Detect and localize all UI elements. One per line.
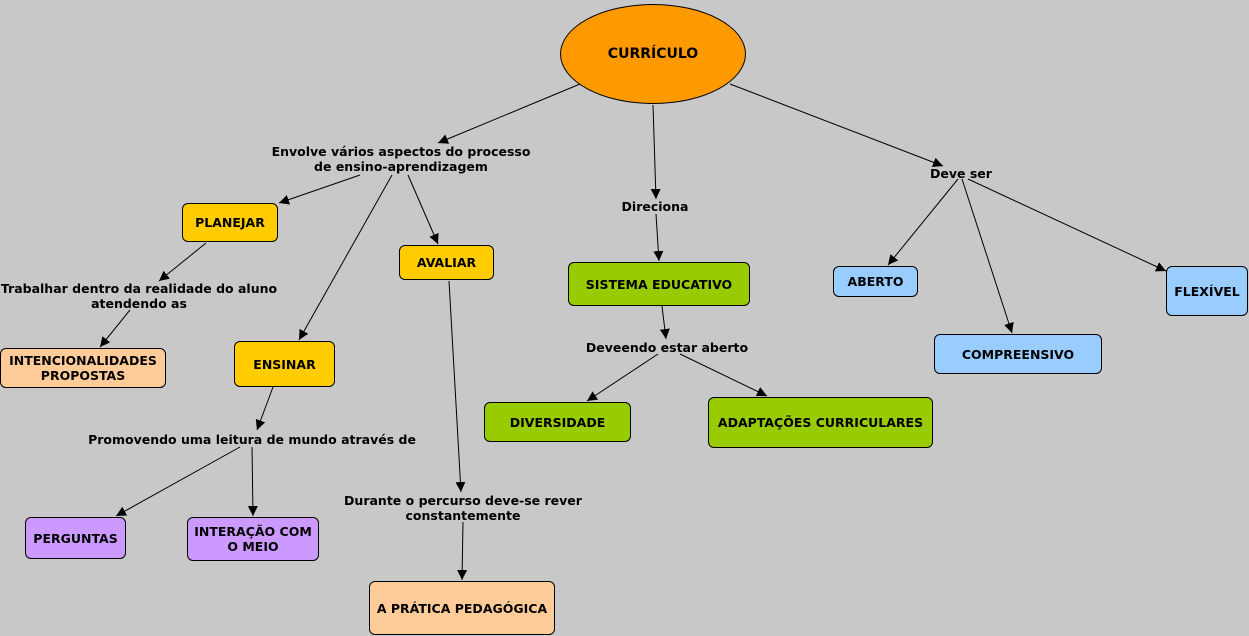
link-envolve-avaliar bbox=[407, 174, 439, 245]
link-deveendo-diversidade bbox=[586, 353, 659, 402]
link-envolve-planejar bbox=[278, 174, 361, 205]
link-label-envolve-line1: Envolve vários aspectos do processo bbox=[271, 144, 531, 159]
node-intencionalidades[interactable]: INTENCIONALIDADES PROPOSTAS bbox=[0, 348, 166, 388]
link-sistema-deveendo bbox=[659, 305, 670, 340]
node-perguntas[interactable]: PERGUNTAS bbox=[25, 517, 126, 559]
link-label-envolve: Envolve vários aspectos do processo de e… bbox=[272, 144, 531, 174]
node-diversidade[interactable]: DIVERSIDADE bbox=[484, 402, 631, 442]
link-direciona-sistema bbox=[653, 213, 664, 262]
link-deveser-flexivel bbox=[967, 178, 1167, 272]
node-avaliar[interactable]: AVALIAR bbox=[399, 245, 494, 280]
link-label-promovendo-text: Promovendo uma leitura de mundo através … bbox=[88, 432, 416, 447]
link-deveser-compreensivo bbox=[961, 178, 1014, 334]
node-flexivel[interactable]: FLEXÍVEL bbox=[1166, 266, 1248, 316]
link-label-trabalhar: Trabalhar dentro da realidade do aluno a… bbox=[1, 281, 277, 311]
link-curriculo-deveser bbox=[729, 83, 944, 168]
link-label-trabalhar-line1: Trabalhar dentro da realidade do aluno bbox=[0, 281, 278, 296]
link-label-trabalhar-line2: atendendo as bbox=[91, 296, 187, 311]
link-curriculo-direciona bbox=[650, 104, 661, 200]
node-aberto[interactable]: ABERTO bbox=[833, 266, 918, 297]
node-adaptacoes[interactable]: ADAPTAÇÕES CURRICULARES bbox=[708, 397, 933, 448]
link-label-deveendo-text: Deveendo estar aberto bbox=[585, 340, 749, 355]
node-ensinar[interactable]: ENSINAR bbox=[234, 341, 335, 387]
link-label-deveendo: Deveendo estar aberto bbox=[586, 340, 748, 355]
link-label-promovendo: Promovendo uma leitura de mundo através … bbox=[88, 432, 416, 447]
link-deveser-aberto bbox=[887, 178, 959, 266]
link-label-durante-line2: constantemente bbox=[405, 508, 521, 523]
link-durante-pratica bbox=[457, 521, 468, 581]
node-pratica[interactable]: A PRÁTICA PEDAGÓGICA bbox=[369, 581, 555, 635]
link-label-durante: Durante o percurso deve-se rever constan… bbox=[344, 493, 582, 523]
link-planejar-trabalhar bbox=[158, 242, 207, 282]
link-deveendo-adaptacoes bbox=[679, 353, 768, 397]
link-label-deve-ser: Deve ser bbox=[930, 166, 992, 181]
link-label-envolve-line2: de ensino-aprendizagem bbox=[314, 159, 488, 174]
link-label-durante-line1: Durante o percurso deve-se rever bbox=[344, 493, 582, 508]
node-planejar[interactable]: PLANEJAR bbox=[182, 203, 278, 242]
node-curriculo[interactable]: CURRÍCULO bbox=[560, 4, 746, 104]
link-label-direciona-text: Direciona bbox=[621, 199, 689, 214]
link-envolve-ensinar bbox=[298, 174, 393, 341]
node-interacao[interactable]: INTERAÇÃO COM O MEIO bbox=[187, 517, 319, 561]
node-sistema-educativo[interactable]: SISTEMA EDUCATIVO bbox=[568, 262, 750, 306]
link-label-direciona: Direciona bbox=[622, 199, 689, 214]
node-compreensivo[interactable]: COMPREENSIVO bbox=[934, 334, 1102, 374]
link-trabalhar-intencionalidades bbox=[99, 309, 131, 348]
link-promovendo-interacao bbox=[247, 446, 258, 517]
link-ensinar-promovendo bbox=[255, 386, 274, 431]
link-curriculo-envolve bbox=[437, 83, 581, 144]
link-promovendo-perguntas bbox=[115, 446, 241, 517]
link-label-deve-ser-text: Deve ser bbox=[930, 166, 992, 181]
link-avaliar-durante bbox=[448, 280, 466, 493]
